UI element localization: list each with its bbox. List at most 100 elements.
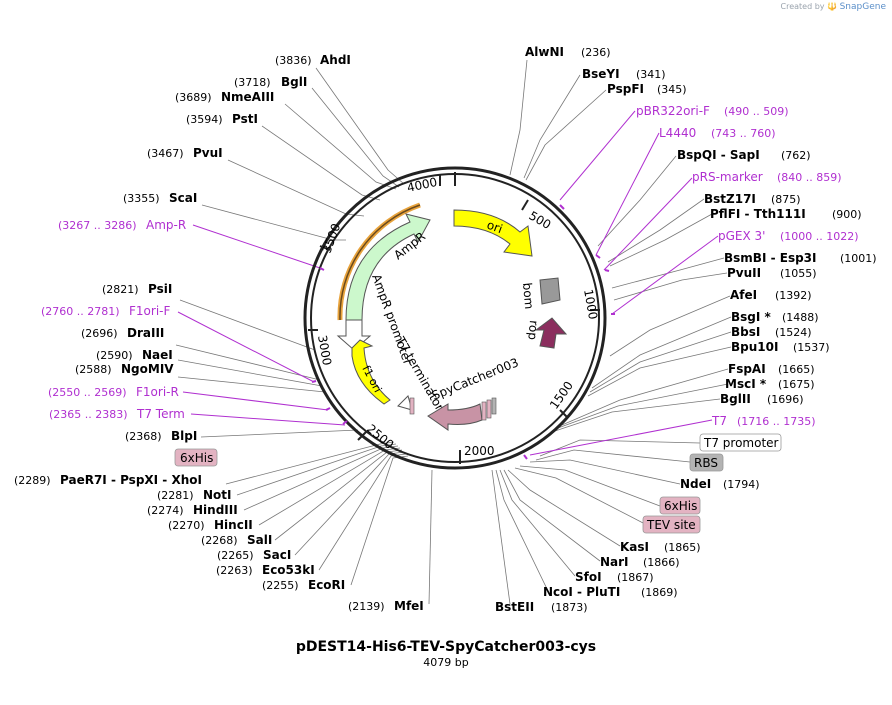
his-right-marker	[486, 399, 492, 419]
svg-text:KasI: KasI	[620, 540, 649, 554]
svg-text:pBR322ori-F: pBR322ori-F	[636, 104, 710, 118]
svg-text:BstZ17I: BstZ17I	[704, 192, 756, 206]
svg-text:(2274): (2274)	[147, 504, 184, 517]
svg-text:(1869): (1869)	[641, 586, 678, 599]
rop-arrow	[534, 317, 568, 349]
tick-1000: 1000	[581, 288, 600, 321]
site-ahdi: (3836)AhdI	[275, 53, 351, 67]
site-bsmbi: BsmBI - Esp3I(1001)	[724, 251, 877, 265]
svg-text:HindIII: HindIII	[193, 503, 238, 517]
primer-t7term: (2365 .. 2383)T7 Term	[49, 407, 185, 421]
svg-text:SacI: SacI	[263, 548, 291, 562]
site-sali: (2268) SalI	[201, 533, 272, 547]
svg-text:(1524): (1524)	[775, 326, 812, 339]
site-fspai: FspAI(1665)	[728, 362, 815, 376]
box-his-left: 6xHis	[174, 448, 218, 467]
box-t7-promoter: T7 promoter	[699, 433, 782, 452]
svg-text:HincII: HincII	[214, 518, 253, 532]
svg-text:F1ori-F: F1ori-F	[129, 304, 170, 318]
svg-text:(1488): (1488)	[782, 311, 819, 324]
site-alwni: AlwNI(236)	[525, 45, 611, 59]
rbs-marker	[491, 397, 497, 415]
site-saci: (2265) SacI	[217, 548, 291, 562]
site-ncoi: NcoI - PluTI (1869)	[543, 585, 678, 599]
svg-text:(3267 .. 3286): (3267 .. 3286)	[58, 219, 137, 232]
svg-text:(762): (762)	[781, 149, 811, 162]
site-bglii: BglII(1696)	[720, 392, 804, 406]
svg-text:BbsI: BbsI	[731, 325, 760, 339]
svg-text:(900): (900)	[832, 208, 862, 221]
primer-f1ori-r: (2550 .. 2569)F1ori-R	[48, 385, 179, 399]
svg-text:PaeR7I - PspXI - XhoI: PaeR7I - PspXI - XhoI	[60, 473, 202, 487]
credit-brand: SnapGene	[839, 2, 886, 12]
svg-text:(3467): (3467)	[147, 147, 184, 160]
svg-text:(1392): (1392)	[775, 289, 812, 302]
svg-text:Amp-R: Amp-R	[146, 218, 186, 232]
svg-text:(1696): (1696)	[767, 393, 804, 406]
site-bgli: (3718)BglI	[234, 75, 307, 89]
svg-text:(345): (345)	[657, 83, 687, 96]
svg-text:(1665): (1665)	[778, 363, 815, 376]
site-nari: NarI(1866)	[600, 555, 680, 569]
svg-text:PvuII: PvuII	[727, 266, 761, 280]
f1ori-arrow	[351, 339, 391, 405]
svg-text:F1ori-R: F1ori-R	[136, 385, 179, 399]
svg-text:(1001): (1001)	[840, 252, 877, 265]
plasmid-name: pDEST14-His6-TEV-SpyCatcher003-cys	[295, 639, 597, 655]
svg-text:RBS: RBS	[694, 456, 718, 470]
svg-text:(2265): (2265)	[217, 549, 254, 562]
site-hindiii: (2274) HindIII	[147, 503, 238, 517]
svg-text:(2590): (2590)	[96, 349, 133, 362]
svg-text:(1000 .. 1022): (1000 .. 1022)	[780, 230, 859, 243]
svg-text:(2696): (2696)	[81, 327, 118, 340]
svg-text:(341): (341)	[636, 68, 666, 81]
svg-text:(2281): (2281)	[157, 489, 194, 502]
site-ticks	[311, 204, 615, 460]
svg-text:NgoMIV: NgoMIV	[121, 362, 174, 376]
tick-3000: 3000	[315, 334, 334, 367]
primer-l4440: L4440(743 .. 760)	[659, 126, 776, 140]
site-msci: MscI *(1675)	[725, 377, 815, 391]
svg-text:AlwNI: AlwNI	[525, 45, 564, 59]
svg-text:NotI: NotI	[203, 488, 232, 502]
site-ndei: NdeI(1794)	[680, 477, 760, 491]
svg-text:T7: T7	[711, 414, 727, 428]
site-blpi: (2368)BlpI	[125, 429, 197, 443]
site-pspfi: PspFI(345)	[607, 82, 687, 96]
snapgene-logo-icon: 🔱	[827, 2, 838, 11]
svg-text:6xHis: 6xHis	[180, 451, 213, 465]
box-rbs: RBS	[689, 453, 724, 472]
svg-text:(2268): (2268)	[201, 534, 238, 547]
svg-text:NarI: NarI	[600, 555, 629, 569]
site-ngomiv: (2588)NgoMIV	[75, 362, 174, 376]
site-mfei: (2139)MfeI	[348, 599, 424, 613]
tev-marker	[481, 401, 487, 421]
svg-text:T7 Term: T7 Term	[136, 407, 185, 421]
primer-connectors	[177, 110, 719, 456]
tick-3500: 3500	[320, 222, 344, 255]
spycatcher-label: SpyCatcher003	[430, 355, 521, 403]
site-ecori: (2255)EcoRI	[262, 578, 345, 592]
box-tev: TEV site	[642, 515, 701, 534]
snapgene-credit: Created by 🔱 SnapGene	[781, 2, 886, 12]
svg-text:(1716 .. 1735): (1716 .. 1735)	[737, 415, 816, 428]
svg-text:BlpI: BlpI	[171, 429, 197, 443]
site-pflfi: PflFI - Tth111I(900)	[710, 207, 862, 221]
svg-text:(1867): (1867)	[617, 571, 654, 584]
site-paer7i: (2289) PaeR7I - PspXI - XhoI	[14, 473, 202, 487]
svg-text:TEV site: TEV site	[646, 518, 696, 532]
svg-text:(2289): (2289)	[14, 474, 51, 487]
svg-text:BspQI - SapI: BspQI - SapI	[677, 148, 760, 162]
tick-500: 500	[527, 208, 554, 232]
svg-text:SalI: SalI	[247, 533, 272, 547]
site-sfoi: SfoI(1867)	[575, 570, 654, 584]
site-bseyi: BseYI (341)	[582, 67, 666, 81]
svg-text:EcoRI: EcoRI	[308, 578, 345, 592]
svg-text:BseYI: BseYI	[582, 67, 620, 81]
site-eco53ki: (2263)Eco53kI	[216, 563, 315, 577]
svg-text:NcoI - PluTI: NcoI - PluTI	[543, 585, 620, 599]
plasmid-length: 4079 bp	[423, 656, 469, 669]
spycatcher-arrow	[427, 403, 483, 431]
his-left-marker	[409, 397, 415, 415]
